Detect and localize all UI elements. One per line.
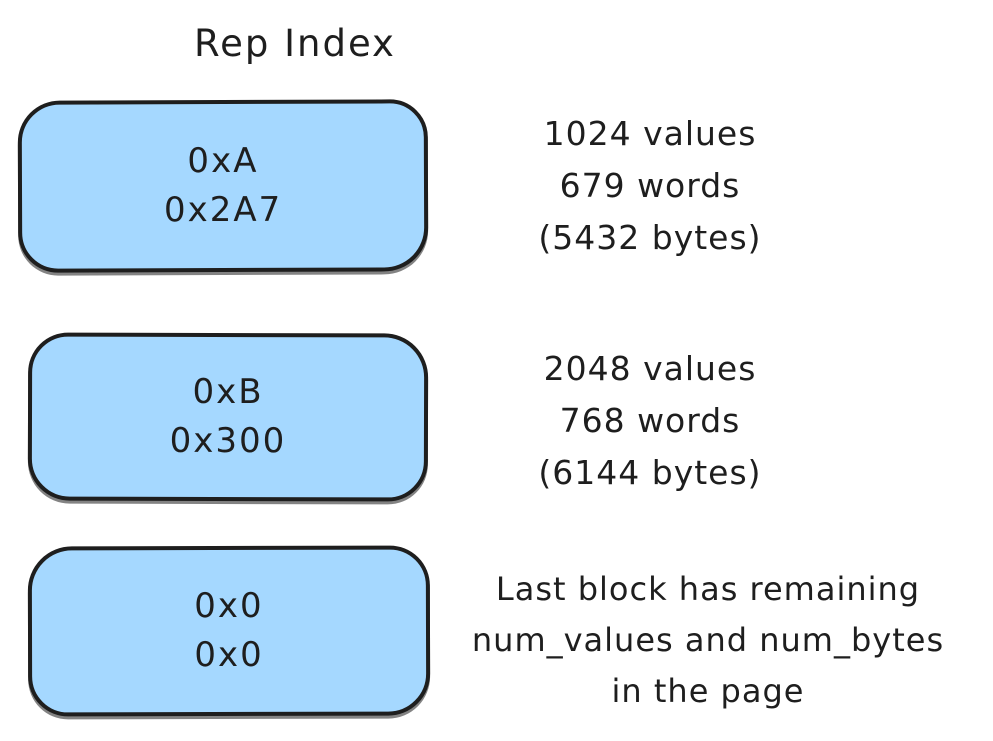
block-3-note-line-2: num_values and num_bytes — [471, 621, 945, 659]
block-2-note-line-bytes: (6144 bytes) — [538, 453, 762, 492]
block-2-index-value: 0x300 — [169, 420, 287, 462]
block-2-note-line-words: 768 words — [559, 401, 741, 440]
block-1-index-value: 0x2A7 — [163, 189, 283, 231]
block-1-annotation: 1024 values 679 words (5432 bytes) — [455, 108, 845, 264]
block-1-note-line-bytes: (5432 bytes) — [538, 218, 762, 257]
block-3-annotation: Last block has remaining num_values and … — [430, 564, 986, 717]
block-1-note-line-values: 1024 values — [543, 114, 757, 153]
block-1-rep-value: 0xA — [187, 140, 259, 181]
diagram-title: Rep Index — [194, 22, 396, 65]
block-1-note-line-words: 679 words — [559, 166, 741, 205]
block-3-index-value: 0x0 — [194, 634, 264, 676]
block-3-rep-value: 0x0 — [194, 585, 264, 626]
block-2-note-line-values: 2048 values — [543, 349, 757, 388]
rep-index-block-2: 0xB 0x300 — [27, 332, 429, 502]
rep-index-block-1: 0xA 0x2A7 — [17, 99, 429, 273]
block-3-note-line-3: in the page — [611, 672, 805, 710]
block-3-note-line-1: Last block has remaining — [495, 570, 921, 608]
rep-index-block-3: 0x0 0x0 — [27, 545, 431, 717]
block-2-rep-value: 0xB — [192, 371, 264, 412]
block-2-annotation: 2048 values 768 words (6144 bytes) — [455, 343, 845, 499]
